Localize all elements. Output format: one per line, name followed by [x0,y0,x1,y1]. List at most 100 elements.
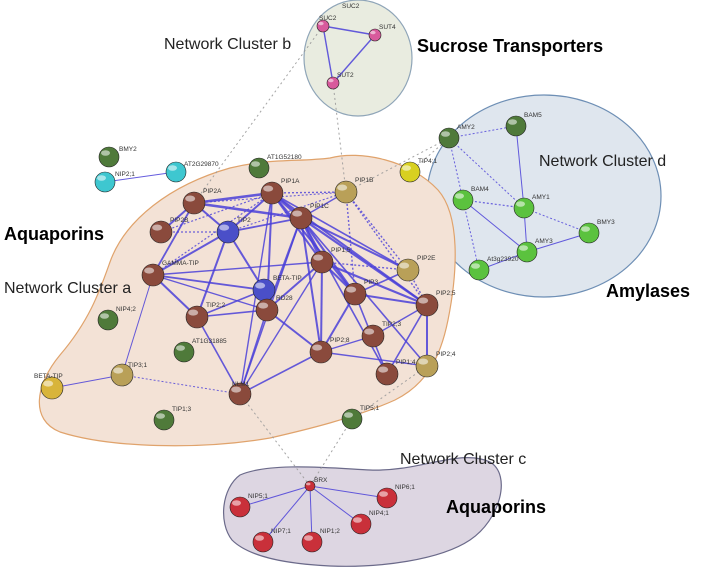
edge-nlm1-pip1-5 [239,261,323,395]
node-circle [40,376,64,400]
node-highlight [312,344,323,351]
node-at1g52180[interactable]: AT1G52180 [248,154,302,179]
node-nlm1[interactable]: NLM1 [228,381,252,406]
node-highlight [100,313,109,319]
node-pip2e[interactable]: PIP2E [396,255,436,282]
node-label: SUT4 [379,24,396,31]
node-sut2[interactable]: SUT2 [326,72,354,90]
node-pip1-5[interactable]: PIP1;5 [310,247,351,274]
node-pip1c[interactable]: PIP1C [289,203,329,230]
node-sut4[interactable]: SUT4 [368,24,396,42]
edge-pip1c-pip2e [300,217,409,271]
node-label: BAM4 [471,186,489,193]
node-nip2-1[interactable]: NIP2;1 [94,171,135,193]
node-pip2a[interactable]: PIP2A [182,188,222,215]
node-nip1-2[interactable]: NIP1;2 [301,528,340,553]
edge-pip1a-gamma-tip [152,192,273,276]
node-label: SUT2 [337,72,354,79]
node-bam4[interactable]: BAM4 [452,186,489,211]
node-highlight [516,201,525,207]
node-label: NIP7;1 [271,528,291,535]
node-pip2-8[interactable]: PIP2;8 [309,337,350,364]
node-circle [149,220,173,244]
node-highlight [152,224,163,231]
node-circle [341,408,363,430]
node-label: BETA-TIP [34,373,63,380]
node-bmy3[interactable]: BMY3 [578,219,615,244]
node-highlight [418,297,429,304]
edge-tip2-gamma-tip [152,231,229,276]
node-pip1-4[interactable]: PIP1;4 [375,359,416,386]
node-bam5[interactable]: BAM5 [505,112,542,137]
node-highlight [168,165,177,171]
node-nip4-2[interactable]: NIP4;2 [97,306,136,331]
edge-pip1-5-pip2-8 [320,261,323,353]
edge-tip2-pip1c [227,217,302,233]
node-at1g31885[interactable]: AT1G31885 [173,338,227,363]
node-tip3-1[interactable]: TIP3;1 [110,362,148,387]
edge-tip2-pip1b [227,191,347,233]
edge-sut2-pip1b [332,82,347,193]
node-circle [182,191,206,215]
node-nip4-1[interactable]: NIP4;1 [350,510,389,535]
node-pip1a[interactable]: PIP1A [260,178,300,205]
node-tip5-1[interactable]: TIP5;1 [341,405,380,430]
node-highlight [519,245,528,251]
node-pip2-4[interactable]: PIP2;4 [415,351,456,378]
node-label: BMY2 [119,146,137,153]
node-label: PIP1;5 [331,247,351,254]
edge-nip2-1-at2g29870 [104,171,177,183]
node-rd28[interactable]: RD28 [255,295,293,322]
node-amy3[interactable]: AMY3 [516,238,553,263]
node-brx[interactable]: BRX [304,477,328,492]
node-gamma-tip[interactable]: GAMMA-TIP [141,260,199,287]
edge-rd28-pip2-8 [266,309,322,353]
node-pip2b[interactable]: PIP2B [149,217,188,244]
node-amy1[interactable]: AMY1 [513,194,550,219]
node-at3g23920[interactable]: At3g23920 [468,256,519,281]
edge-suc2-sut4 [322,25,376,36]
node-tip2-2[interactable]: TIP2;2 [185,302,226,329]
node-nip7-1[interactable]: NIP7;1 [252,528,291,553]
node-tip2[interactable]: TIP2 [216,217,251,244]
node-label: PIP2B [170,217,188,224]
node-highlight [378,366,389,373]
node-at2g29870[interactable]: AT2G29870 [165,161,219,183]
node-bmy2[interactable]: BMY2 [98,146,137,168]
node-nip6-1[interactable]: NIP6;1 [376,484,415,509]
node-tip2-3[interactable]: TIP2;3 [361,321,402,348]
node-nip5-1[interactable]: NIP5;1 [229,493,268,518]
node-tip4-1[interactable]: TIP4;1 [399,158,438,183]
edge-brx-nip6-1 [309,485,388,499]
node-highlight [255,535,264,541]
node-label: TIP4;1 [418,158,438,165]
cluster-c-region [223,457,502,567]
node-label: AMY1 [532,194,550,201]
node-highlight [346,286,357,293]
node-highlight [185,195,196,202]
node-label: PIP1A [281,178,300,185]
node-label: BETA-TIP [273,275,302,282]
node-suc2[interactable]: SUC2 [316,15,337,33]
group-title-aquaporins-a: Aquaporins [4,224,104,244]
node-circle [165,161,187,183]
node-highlight [263,185,274,192]
node-label: TIP5;1 [360,405,380,412]
node-pip2-5[interactable]: PIP2;5 [415,290,456,317]
node-circle [350,513,372,535]
node-circle [361,324,385,348]
node-pip3[interactable]: PIP3 [343,279,378,306]
node-circle [173,341,195,363]
node-label: PIP2A [203,188,222,195]
node-beta-tip[interactable]: BETA-TIP [34,373,64,400]
node-amy2[interactable]: AMY2 [438,124,475,149]
node-label: NIP6;1 [395,484,415,491]
node-label: BAM5 [524,112,542,119]
node-pip1b[interactable]: PIP1B [334,177,373,204]
node-highlight [144,267,155,274]
node-highlight [232,500,241,506]
node-label: NIP1;2 [320,528,340,535]
node-circle [252,531,274,553]
node-tip1-3[interactable]: TIP1;3 [153,406,192,431]
